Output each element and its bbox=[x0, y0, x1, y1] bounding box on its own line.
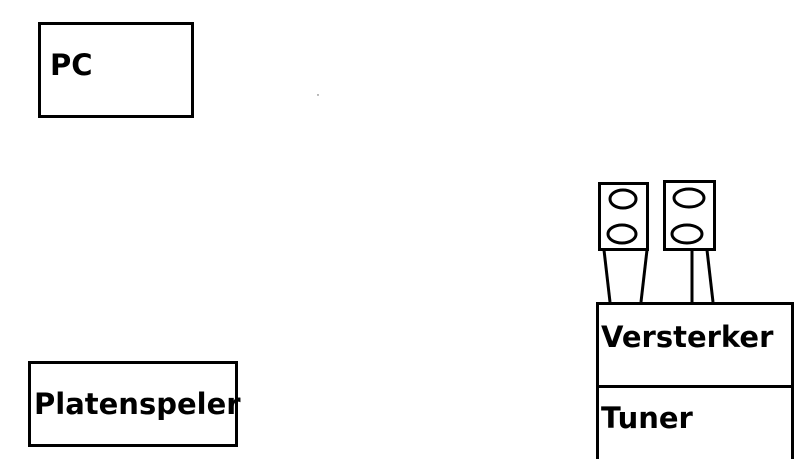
speaker-cables bbox=[602, 249, 715, 303]
speaker-left bbox=[598, 182, 649, 251]
pc-box: PC bbox=[38, 22, 194, 118]
turntable-box: Platenspeler bbox=[28, 361, 241, 447]
turntable-label: Platenspeler bbox=[34, 387, 241, 421]
amplifier-box: Versterker bbox=[596, 302, 794, 388]
pc-label: PC bbox=[50, 48, 93, 82]
tuner-label: Tuner bbox=[601, 401, 694, 435]
tuner-box: Tuner bbox=[596, 385, 794, 459]
cable-right-2 bbox=[705, 249, 715, 303]
cable-left-1 bbox=[602, 249, 612, 303]
speaker-right bbox=[663, 180, 716, 251]
stray-dot bbox=[317, 94, 319, 96]
cable-left-2 bbox=[639, 249, 649, 303]
amplifier-label: Versterker bbox=[601, 320, 774, 354]
